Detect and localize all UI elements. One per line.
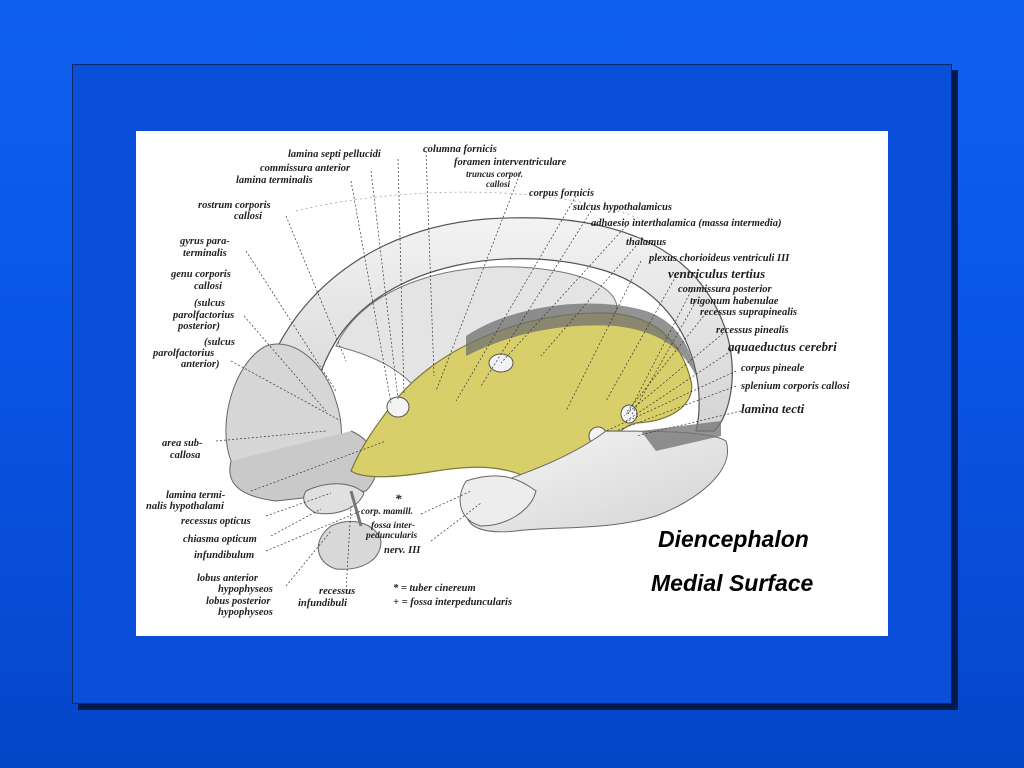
label-lamina-tecti: lamina tecti (741, 401, 805, 416)
label-area-sub-1: area sub- (162, 438, 203, 449)
label-genu-callosi: callosi (194, 281, 222, 292)
label-nerv-iii: nerv. III (384, 545, 421, 556)
label-rostrum-callosi: callosi (234, 211, 262, 222)
leader-lines (215, 150, 742, 592)
label-fossa-inter-1: fossa inter- (371, 521, 416, 531)
label-asterisk: * (395, 491, 402, 506)
label-infundibulum: infundibulum (194, 550, 255, 561)
label-recessus-suprapinealis: recessus suprapinealis (700, 307, 798, 318)
label-sulcus-ant-2: parolfactorius (153, 348, 215, 359)
label-sulcus-post-3: posterior) (178, 321, 220, 332)
caption-subtitle: Medial Surface (651, 570, 814, 596)
label-lobus-anterior-1: lobus anterior (197, 573, 258, 584)
label-lamina-terminalis: lamina terminalis (236, 175, 313, 186)
caption-title: Diencephalon (658, 526, 809, 552)
label-corpus-pineale: corpus pineale (741, 363, 805, 374)
label-lamina-septi: lamina septi pellucidi (288, 149, 381, 160)
label-sulcus-ant-3: anterior) (181, 359, 220, 370)
label-truncus: truncus corpor. (466, 169, 524, 179)
label-sulcus-hypothalamicus: sulcus hypothalamicus (573, 202, 672, 213)
label-foramen: foramen interventriculare (454, 157, 567, 168)
label-trigonum: trigonum habenulae (690, 296, 779, 307)
label-lobus-posterior-2: hypophyseos (218, 607, 273, 618)
label-aquaeductus: aquaeductus cerebri (728, 339, 837, 354)
label-plexus: plexus chorioideus ventriculi III (649, 253, 790, 264)
label-area-sub-2: callosa (170, 450, 201, 461)
label-adhaesio: adhaesio interthalamica (massa intermedi… (591, 218, 782, 229)
label-commissura-anterior: commissura anterior (260, 163, 351, 174)
label-columna-fornicis: columna fornicis (423, 144, 497, 155)
label-corpus-fornicis: corpus fornicis (529, 188, 595, 199)
anterior-commissure (386, 396, 410, 418)
label-sulcus-post-2: parolfactorius (173, 310, 235, 321)
label-lobus-anterior-2: hypophyseos (218, 584, 273, 595)
optic-chiasm (303, 483, 365, 515)
label-corp-mamill: corp. mamill. (361, 507, 413, 517)
label-recessus-opticus: recessus opticus (181, 516, 251, 527)
label-recessus-infund-1: recessus (319, 586, 356, 597)
brain-illustration (215, 150, 742, 592)
label-lobus-posterior-1: lobus posterior (206, 596, 271, 607)
label-lamina-termi-2: nalis hypothalami (146, 501, 224, 512)
label-splenium: splenium corporis callosi (741, 381, 850, 392)
label-lamina-termi-1: lamina termi- (166, 490, 226, 501)
label-gyrus-para: gyrus para- (180, 236, 230, 247)
label-thalamus: thalamus (626, 237, 667, 248)
label-commissura-posterior: commissura posterior (678, 284, 772, 295)
legend-tuber: * = tuber cinereum (393, 583, 476, 594)
label-sulcus-post-1: (sulcus (194, 298, 225, 309)
legend-fossa: + = fossa interpeduncularis (393, 597, 513, 608)
label-gyrus-terminalis: terminalis (183, 248, 227, 259)
anatomy-figure: lamina septi pellucidi columna fornicis … (136, 131, 888, 636)
label-fossa-inter-2: peduncularis (366, 531, 418, 541)
label-rostrum: rostrum corporis (198, 200, 271, 211)
label-recessus-infund-2: infundibuli (298, 598, 348, 609)
label-genu: genu corporis (171, 269, 231, 280)
label-chiasma: chiasma opticum (183, 534, 257, 545)
label-sulcus-ant-1: (sulcus (204, 337, 235, 348)
label-ventriculus-tertius: ventriculus tertius (668, 266, 766, 281)
label-recessus-pinealis: recessus pinealis (716, 325, 789, 336)
label-truncus-callosi: callosi (486, 179, 510, 189)
